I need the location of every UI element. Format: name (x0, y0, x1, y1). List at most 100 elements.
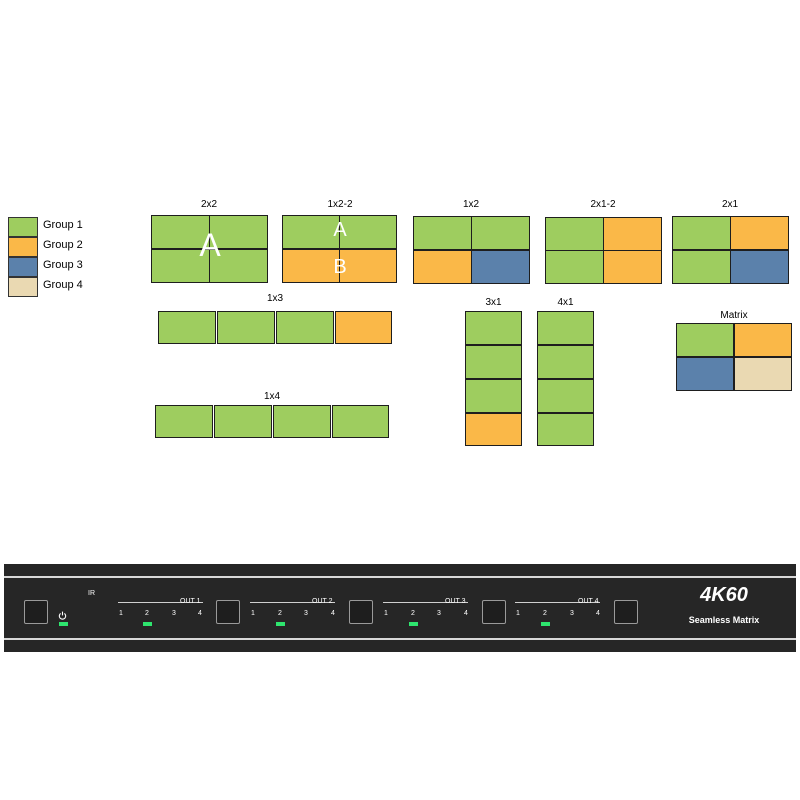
layout-cell (339, 215, 397, 249)
layout-cell (603, 250, 662, 284)
layout-cell (537, 345, 594, 379)
layout-cell (214, 405, 272, 438)
layout-caption: 2x1-2 (590, 199, 616, 210)
out-label: OUT 3 (445, 598, 466, 605)
input-number: 3 (172, 610, 176, 617)
layout-cell (151, 215, 210, 249)
overlay-letter-top: A (333, 219, 347, 241)
legend-item-group2: Group 2 (8, 237, 128, 257)
input-number: 3 (304, 610, 308, 617)
input-number: 2 (278, 610, 282, 617)
out-divider-line (515, 602, 600, 603)
input-number: 2 (145, 610, 149, 617)
layout-cell (151, 249, 210, 283)
layout-cell (339, 249, 397, 283)
layout-cell (335, 311, 392, 344)
layout-cell (676, 323, 734, 357)
out3-select-button[interactable] (482, 600, 506, 624)
group2-swatch (8, 237, 38, 257)
active-input-led (276, 622, 285, 626)
layout-cell (545, 217, 604, 251)
group3-swatch (8, 257, 38, 277)
layout-cell (730, 250, 789, 284)
out-divider-line (383, 602, 468, 603)
layout-cell (217, 311, 275, 344)
input-number: 4 (198, 610, 202, 617)
layout-cell (471, 216, 530, 250)
input-number: 2 (411, 610, 415, 617)
group4-swatch (8, 277, 38, 297)
layout-cell (209, 215, 268, 249)
layout-cell (273, 405, 331, 438)
bottom-trim (4, 638, 796, 640)
layout-caption: 2x2 (200, 199, 218, 210)
layout-cell (537, 413, 594, 446)
legend-label: Group 4 (43, 279, 83, 291)
legend-label: Group 1 (43, 219, 83, 231)
out-label: OUT 4 (578, 598, 599, 605)
input-number: 4 (331, 610, 335, 617)
layout-cell (672, 250, 731, 284)
input-number: 1 (119, 610, 123, 617)
product-subtitle: Seamless Matrix (688, 615, 760, 625)
layout-cell (734, 323, 792, 357)
layout-cell (603, 217, 662, 251)
input-number: 1 (516, 610, 520, 617)
active-input-led (409, 622, 418, 626)
layout-caption: 4x1 (557, 297, 574, 308)
layout-caption: 3x1 (485, 297, 502, 308)
out-label: OUT 1 (180, 598, 201, 605)
legend-item-group3: Group 3 (8, 257, 128, 277)
top-trim (4, 576, 796, 578)
layout-caption: 2x1 (721, 199, 739, 210)
layout-cell (537, 311, 594, 345)
layout-cell (209, 249, 268, 283)
ir-label: IR (88, 590, 95, 597)
layout-cell (734, 357, 792, 391)
out2-select-button[interactable] (349, 600, 373, 624)
power-icon (58, 607, 67, 620)
input-number: 3 (570, 610, 574, 617)
input-number: 4 (464, 610, 468, 617)
layout-cell (155, 405, 213, 438)
out4-select-button[interactable] (614, 600, 638, 624)
overlay-letter-bottom: B (333, 256, 347, 278)
layout-cell (332, 405, 389, 438)
input-number: 1 (251, 610, 255, 617)
layout-cell (413, 216, 472, 250)
power-button[interactable] (24, 600, 48, 624)
legend-item-group4: Group 4 (8, 277, 128, 297)
layout-caption: 1x2-2 (327, 199, 353, 210)
out-divider-line (118, 602, 203, 603)
legend-item-group1: Group 1 (8, 217, 128, 237)
out1-select-button[interactable] (216, 600, 240, 624)
layout-cell (282, 215, 340, 249)
layout-cell (465, 311, 522, 345)
matrix-switcher-front-panel: IR OUT 1 1 2 3 4 OUT 2 1 2 3 4 OUT 3 1 2… (4, 564, 796, 652)
input-number: 3 (437, 610, 441, 617)
layout-cell (676, 357, 734, 391)
layout-cell (672, 216, 731, 250)
layout-cell (413, 250, 472, 284)
layout-caption: Matrix (720, 310, 748, 321)
layout-caption: 1x4 (263, 391, 281, 402)
legend-label: Group 3 (43, 259, 83, 271)
active-input-led (143, 622, 152, 626)
brand-logo: 4K60 (700, 584, 748, 606)
group1-swatch (8, 217, 38, 237)
input-number: 1 (384, 610, 388, 617)
overlay-letter: A (199, 227, 221, 263)
active-input-led (541, 622, 550, 626)
input-number: 4 (596, 610, 600, 617)
layout-cell (465, 379, 522, 413)
layout-cell (465, 345, 522, 379)
power-led (59, 622, 68, 626)
legend-label: Group 2 (43, 239, 83, 251)
layout-cell (158, 311, 216, 344)
layout-cell (537, 379, 594, 413)
layout-cell (276, 311, 334, 344)
layout-cell (471, 250, 530, 284)
out-label: OUT 2 (312, 598, 333, 605)
out-divider-line (250, 602, 335, 603)
input-number: 2 (543, 610, 547, 617)
